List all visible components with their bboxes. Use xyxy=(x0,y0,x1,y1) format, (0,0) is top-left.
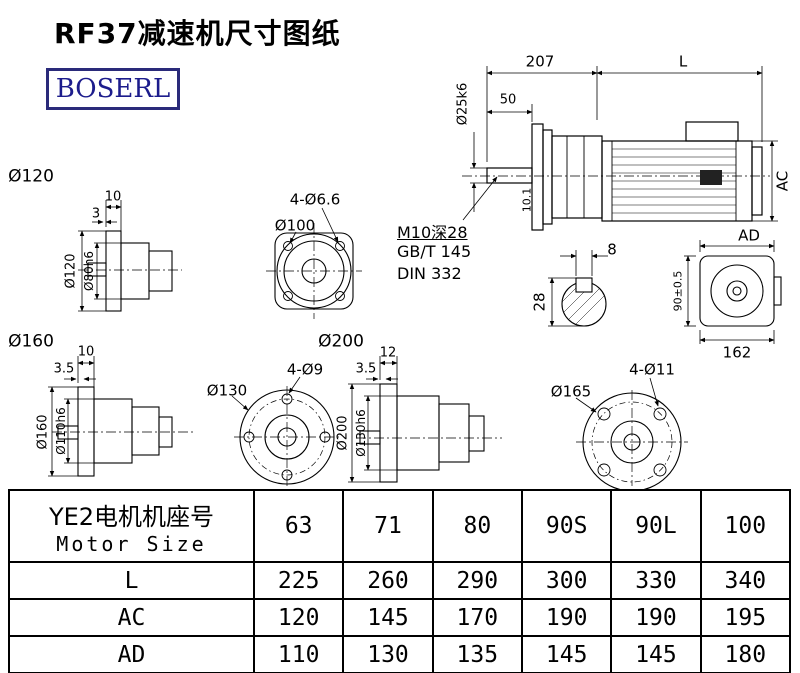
value-cell: 300 xyxy=(520,561,613,600)
dim-120-thickness: 10 xyxy=(104,189,122,205)
dim-square-holes: 4-Ø6.6 xyxy=(289,190,341,209)
value-cell: 190 xyxy=(520,598,613,637)
value-cell: 180 xyxy=(699,635,792,673)
dim-160-flange-dia: Ø160 xyxy=(35,414,51,450)
value-cell: 145 xyxy=(610,635,702,673)
value-cell: 170 xyxy=(431,598,523,637)
dim-165-dia: Ø165 xyxy=(550,382,592,401)
value-cell: 260 xyxy=(342,561,434,600)
value-cell: 120 xyxy=(252,598,345,637)
header-motor-size-cn: YE2电机机座号 xyxy=(48,502,215,531)
brand-logo: BOSERL xyxy=(46,68,180,110)
dim-square-dia: Ø100 xyxy=(274,216,316,235)
dim-key-height: 28 xyxy=(530,292,549,312)
main-assembly-view xyxy=(462,121,770,231)
value-cell: 130 xyxy=(342,635,434,673)
dim-165-holes: 4-Ø11 xyxy=(629,360,675,379)
value-cell: 340 xyxy=(699,561,792,600)
flange-130-front-view xyxy=(231,376,340,486)
row-label: AC xyxy=(8,598,255,637)
row-label: AD xyxy=(8,635,255,673)
flange-160-side-view xyxy=(48,356,196,477)
dim-130-dia: Ø130 xyxy=(206,381,248,400)
size-header-cell: 90L xyxy=(610,489,702,563)
size-header-cell: 63 xyxy=(252,489,345,563)
flange-200-side-view xyxy=(348,356,502,483)
dim-120-step: 3 xyxy=(91,206,101,222)
table-row-L: L 225 260 290 300 330 340 xyxy=(8,561,792,600)
dim-main-L: L xyxy=(678,52,688,71)
dim-200-thickness: 12 xyxy=(379,345,397,361)
dim-main-keyway: 10.1 xyxy=(520,187,534,213)
shaft-key-section xyxy=(548,250,608,327)
flange-165-front-view xyxy=(575,377,688,490)
section-label-200: Ø200 xyxy=(318,331,364,352)
dim-main-50: 50 xyxy=(499,92,517,108)
dim-rear-width: 162 xyxy=(722,343,752,362)
motor-size-table: YE2电机机座号 Motor Size 63 71 80 90S 90L 100… xyxy=(8,489,792,673)
dim-200-spigot-dia: Ø130h6 xyxy=(354,409,368,457)
dim-130-holes: 4-Ø9 xyxy=(286,360,324,379)
header-motor-size: YE2电机机座号 Motor Size xyxy=(8,489,255,563)
dim-rear-height: 90±0.5 xyxy=(671,270,685,312)
dim-200-step: 3.5 xyxy=(355,361,377,377)
size-header-cell: 80 xyxy=(431,489,523,563)
dim-key-width: 8 xyxy=(607,240,617,259)
page-title: RF37减速机尺寸图纸 xyxy=(54,17,341,50)
technical-drawing-canvas xyxy=(48,66,782,490)
dim-main-shaft-dia: Ø25k6 xyxy=(455,82,471,126)
square-flange-front-view xyxy=(266,207,362,319)
dim-rear-ad: AD xyxy=(738,226,760,245)
header-motor-size-en: Motor Size xyxy=(56,531,207,556)
value-cell: 145 xyxy=(520,635,613,673)
dim-160-step: 3.5 xyxy=(53,361,75,377)
row-label: L xyxy=(8,561,255,600)
value-cell: 330 xyxy=(610,561,702,600)
dim-200-flange-dia: Ø200 xyxy=(335,415,351,451)
value-cell: 190 xyxy=(610,598,702,637)
note-tapped-hole: M10深28 xyxy=(397,223,468,242)
table-header-row: YE2电机机座号 Motor Size 63 71 80 90S 90L 100 xyxy=(8,489,792,563)
main-view-dimensions xyxy=(462,66,778,222)
section-label-160: Ø160 xyxy=(8,331,54,352)
value-cell: 110 xyxy=(252,635,345,673)
value-cell: 225 xyxy=(252,561,345,600)
dim-160-spigot-dia: Ø110h6 xyxy=(54,407,68,455)
gearbox-rear-view xyxy=(684,240,782,344)
dim-main-ac: AC xyxy=(773,170,792,192)
dim-120-flange-dia: Ø120 xyxy=(63,253,79,289)
dim-160-thickness: 10 xyxy=(77,344,95,360)
table-row-AC: AC 120 145 170 190 190 195 xyxy=(8,598,792,637)
value-cell: 290 xyxy=(431,561,523,600)
dim-main-207: 207 xyxy=(525,52,555,71)
dim-120-spigot-dia: Ø80h6 xyxy=(82,251,96,291)
size-header-cell: 90S xyxy=(520,489,613,563)
size-header-cell: 71 xyxy=(342,489,434,563)
value-cell: 145 xyxy=(342,598,434,637)
value-cell: 135 xyxy=(431,635,523,673)
note-gb-standard: GB/T 145 xyxy=(397,242,472,261)
value-cell: 195 xyxy=(699,598,792,637)
table-row-AD: AD 110 130 135 145 145 180 xyxy=(8,635,792,673)
size-header-cell: 100 xyxy=(699,489,792,563)
note-din-standard: DIN 332 xyxy=(397,264,462,283)
flange-120-side-view xyxy=(78,200,182,312)
section-label-120: Ø120 xyxy=(8,166,54,187)
